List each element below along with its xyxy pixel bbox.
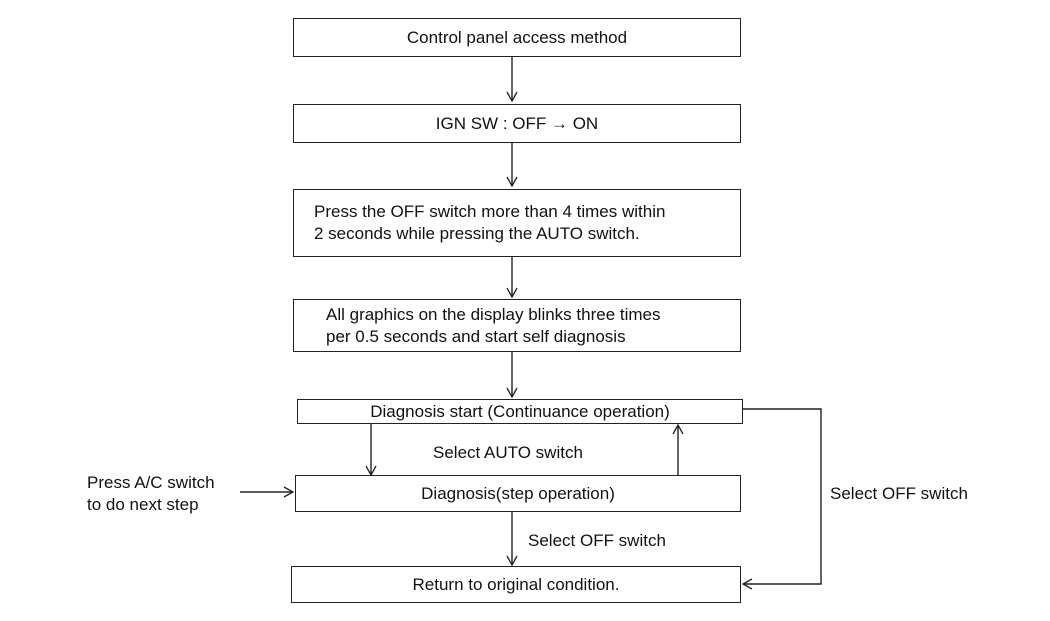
step-control-panel-access: Control panel access method <box>293 18 741 57</box>
step-ign-switch: IGN SW : OFF → ON <box>293 104 741 143</box>
label-press-ac-switch-line2: to do next step <box>87 495 199 514</box>
step-diagnosis-step: Diagnosis(step operation) <box>295 475 741 512</box>
label-press-ac-switch-line1: Press A/C switch <box>87 473 215 492</box>
step-display-blink: All graphics on the display blinks three… <box>293 299 741 352</box>
step-diagnosis-start: Diagnosis start (Continuance operation) <box>297 399 743 424</box>
step-diagnosis-start-text: Diagnosis start (Continuance operation) <box>370 401 670 421</box>
step-press-off-switch: Press the OFF switch more than 4 times w… <box>293 189 741 257</box>
step-diagnosis-step-text: Diagnosis(step operation) <box>421 483 615 503</box>
label-select-off-switch-bottom: Select OFF switch <box>528 531 666 550</box>
step-display-blink-line2: per 0.5 seconds and start self diagnosis <box>326 326 626 346</box>
label-select-auto-switch: Select AUTO switch <box>433 443 583 462</box>
label-press-ac-switch: Press A/C switch to do next step <box>87 472 215 516</box>
step-control-panel-access-text: Control panel access method <box>406 27 628 47</box>
step-return-original-text: Return to original condition. <box>412 574 620 594</box>
step-display-blink-line1: All graphics on the display blinks three… <box>326 304 661 324</box>
step-return-original: Return to original condition. <box>291 566 741 603</box>
step-press-off-switch-line2: 2 seconds while pressing the AUTO switch… <box>314 224 640 243</box>
step-ign-switch-text: IGN SW : OFF → ON <box>435 113 599 133</box>
arrow-diag-start-to-return <box>741 408 822 590</box>
step-press-off-switch-line1: Press the OFF switch more than 4 times w… <box>314 202 666 221</box>
label-select-off-switch-right: Select OFF switch <box>830 484 968 503</box>
